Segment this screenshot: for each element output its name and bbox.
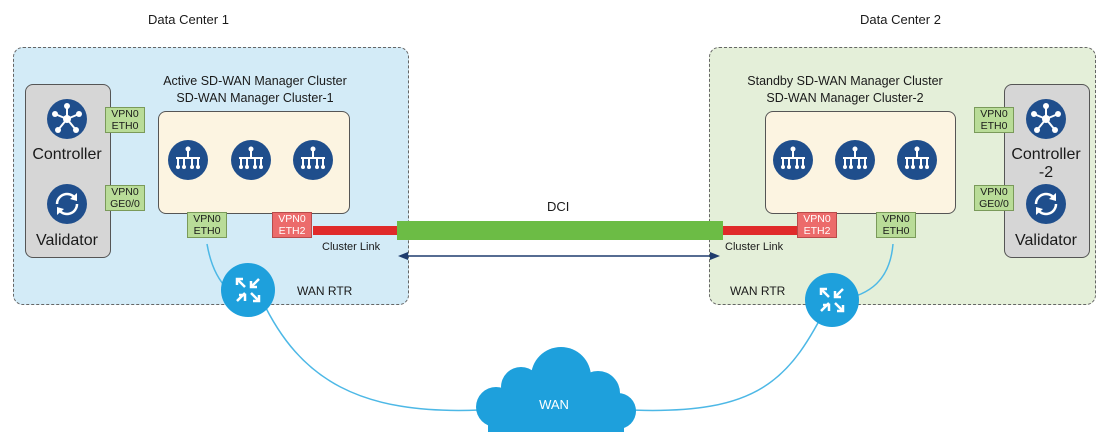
dc1-control-panel — [25, 84, 111, 258]
dc1-wan-rtr-label: WAN RTR — [297, 284, 353, 298]
router-icon — [805, 273, 859, 327]
dc1-controller-label: Controller — [32, 146, 102, 163]
sync-icon — [47, 184, 87, 224]
sync-icon — [1026, 184, 1066, 224]
network-switch-icon — [835, 140, 875, 180]
dc2-wan-rtr-label: WAN RTR — [730, 284, 786, 298]
wan-label: WAN — [539, 397, 569, 412]
dc2-title: Data Center 2 — [860, 12, 941, 27]
dci-label: DCI — [547, 199, 570, 214]
network-switch-icon — [897, 140, 937, 180]
network-switch-icon — [773, 140, 813, 180]
dc1-validator-label: Validator — [36, 232, 98, 249]
cloud-icon — [476, 347, 636, 432]
network-switch-icon — [231, 140, 271, 180]
hub-icon — [1026, 99, 1066, 139]
network-switch-icon — [168, 140, 208, 180]
dc1-cluster-link-label: Cluster Link — [322, 241, 381, 253]
network-switch-icon — [293, 140, 333, 180]
dc2-controller-label: Controller -2 — [1011, 146, 1081, 181]
router-icon — [221, 263, 275, 317]
dc2-cluster-link-label: Cluster Link — [725, 241, 784, 253]
dc1-title: Data Center 1 — [148, 12, 229, 27]
dc2-validator-label: Validator — [1015, 232, 1077, 249]
hub-icon — [47, 99, 87, 139]
